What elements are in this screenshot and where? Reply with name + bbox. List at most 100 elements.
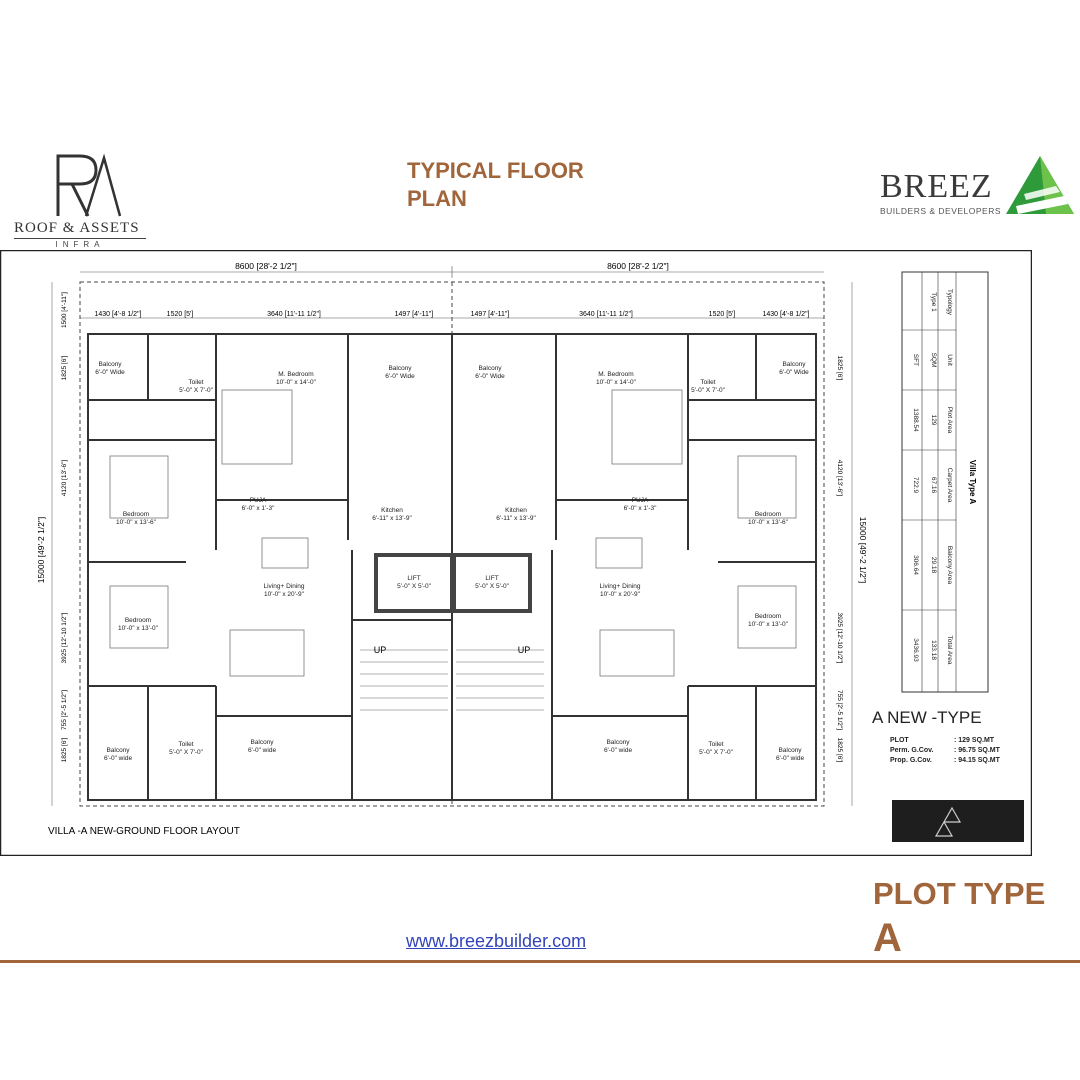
- area-table: Typology Unit Plot Area Carpet Area Balc…: [901, 271, 989, 693]
- room-kitchen-l-dim: 6'-11" x 13'-9": [372, 515, 412, 522]
- spec-plot-label: PLOT: [890, 737, 909, 744]
- room-balcony-tc: Balcony: [388, 365, 412, 372]
- room-balcony-bc-r-dim: 6'-0" wide: [604, 747, 633, 754]
- page-title: TYPICAL FLOOR PLAN: [407, 157, 607, 213]
- room-toilet-bl: Toilet: [178, 741, 193, 748]
- dim-sub-6: 3640 [11'-11 1/2"]: [579, 311, 633, 318]
- dim-side-sub-r5: 755 [2'-5 1/2"]: [836, 690, 843, 730]
- table-cell-1-6: 133.18: [930, 640, 937, 660]
- table-heading: Villa Type A: [968, 460, 977, 505]
- table-header-typology: Typology: [946, 289, 953, 316]
- table-header-total: Total Area: [946, 636, 953, 665]
- roof-assets-logo-icon: [56, 153, 122, 217]
- room-toilet-tr-dim: 5'-0" X 7'-0": [691, 387, 726, 394]
- room-balcony-tl: Balcony: [98, 361, 122, 368]
- spec-perm-value: : 96.75 SQ.MT: [954, 747, 1001, 754]
- table-cell-2-2: SFT: [912, 354, 919, 366]
- room-bed1-l-dim: 10'-0" x 13'-6": [116, 519, 157, 526]
- room-mbed-l-dim: 10'-0" x 14'-0": [276, 379, 317, 386]
- room-kitchen-r: Kitchen: [505, 507, 527, 514]
- dim-side-sub-2: 1825 [6']: [61, 355, 68, 380]
- spec-prop-value: : 94.15 SQ.MT: [954, 757, 1001, 764]
- room-balcony-br-dim: 6'-0" wide: [776, 755, 805, 762]
- room-balcony-tl-dim: 6'-0" Wide: [95, 369, 125, 376]
- dim-side-sub-r4: 3925 [12'-10 1/2"]: [836, 613, 843, 664]
- page-title-line2: PLAN: [407, 186, 467, 211]
- dim-side-sub-r6: 1825 [6']: [836, 738, 843, 763]
- table-cell-1-1: Type 1: [930, 292, 937, 312]
- spec-perm-label: Perm. G.Cov.: [890, 747, 933, 754]
- stair-up-left: UP: [374, 645, 387, 655]
- table-cell-1-4: 67.16: [930, 477, 937, 494]
- room-bed1-r-dim: 10'-0" x 13'-6": [748, 519, 789, 526]
- dim-sub-7: 1520 [5']: [709, 311, 736, 318]
- room-puja-r-dim: 6'-0" x 1'-3": [624, 505, 657, 512]
- room-mbed-r-dim: 10'-0" x 14'-0": [596, 379, 637, 386]
- room-lift-r: LIFT: [485, 575, 498, 582]
- table-cell-2-3: 1388.54: [912, 408, 919, 432]
- plan-bottom-label: VILLA -A NEW-GROUND FLOOR LAYOUT: [48, 826, 240, 837]
- floor-plan-drawing: 8600 [28'-2 1/2"] 8600 [28'-2 1/2"] 1430…: [0, 250, 1032, 856]
- logo-left-sub: INFRA: [14, 238, 146, 249]
- dim-sub-1: 1430 [4'-8 1/2"]: [94, 311, 141, 318]
- dim-side-left: 15000 [49'-2 1/2"]: [36, 517, 46, 584]
- room-bed2-r-dim: 10'-0" x 13'-0": [748, 621, 789, 628]
- room-kitchen-l: Kitchen: [381, 507, 403, 514]
- dim-top-left: 8600 [28'-2 1/2"]: [235, 261, 297, 271]
- room-mbed-l: M. Bedroom: [278, 371, 313, 378]
- footer-divider: [0, 960, 1080, 963]
- room-lift-l: LIFT: [407, 575, 420, 582]
- table-cell-1-5: 29.18: [930, 557, 937, 574]
- table-header-balcony: Balcony Area: [946, 546, 953, 585]
- room-bed1-l: Bedroom: [123, 511, 149, 518]
- dim-sub-3: 3640 [11'-11 1/2"]: [267, 311, 321, 318]
- dim-side-sub-3: 4120 [13'-6"]: [61, 460, 68, 497]
- lift-right: [452, 553, 532, 613]
- title-block-emblem-icon: [934, 806, 962, 837]
- table-header-carpet: Carpet Area: [946, 468, 953, 503]
- room-balcony-tcr: Balcony: [478, 365, 502, 372]
- room-balcony-bl-dim: 6'-0" wide: [104, 755, 133, 762]
- title-block-logo: [892, 800, 1024, 842]
- dim-side-sub-5: 755 [2'-5 1/2"]: [61, 690, 68, 730]
- room-lift-l-dim: 5'-0" X 5'-0": [397, 583, 432, 590]
- breez-triangle-icon: [1006, 156, 1074, 214]
- room-balcony-bl: Balcony: [106, 747, 130, 754]
- room-bed2-r: Bedroom: [755, 613, 781, 620]
- dim-side-sub-6: 1825 [6']: [61, 737, 68, 762]
- room-toilet-br-dim: 5'-0" X 7'-0": [699, 749, 734, 756]
- website-link[interactable]: www.breezbuilder.com: [406, 931, 587, 951]
- room-toilet-tr: Toilet: [700, 379, 715, 386]
- dim-side-sub-4: 3925 [12'-10 1/2"]: [61, 612, 68, 663]
- room-balcony-bc-l: Balcony: [250, 739, 274, 746]
- dim-side-right: 15000 [49'-2 1/2"]: [858, 517, 868, 584]
- dim-side-sub-r3: 4120 [13'-6"]: [836, 460, 843, 497]
- room-bed2-l: Bedroom: [125, 617, 151, 624]
- room-toilet-bl-dim: 5'-0" X 7'-0": [169, 749, 204, 756]
- room-balcony-br: Balcony: [778, 747, 802, 754]
- room-toilet-tl-dim: 5'-0" X 7'-0": [179, 387, 214, 394]
- logo-right-sub: BUILDERS & DEVELOPERS: [880, 206, 1002, 216]
- room-balcony-bc-r: Balcony: [606, 739, 630, 746]
- dim-side-sub-1: 1500 [4'-11"]: [61, 292, 68, 328]
- dim-sub-2: 1520 [5']: [167, 311, 194, 318]
- room-balcony-tc-dim: 6'-0" Wide: [385, 373, 415, 380]
- plot-type: PLOT TYPE A: [873, 872, 1045, 960]
- room-bed2-l-dim: 10'-0" x 13'-0": [118, 625, 159, 632]
- dim-sub-8: 1430 [4'-8 1/2"]: [762, 311, 809, 318]
- table-cell-2-5: 306.64: [912, 555, 919, 575]
- room-living-l-dim: 10'-0" x 20'-9": [264, 591, 305, 598]
- room-puja-r: PUJA: [632, 497, 649, 504]
- room-puja-l: PUJA: [250, 497, 267, 504]
- plot-type-line2: A: [873, 916, 902, 960]
- table-cell-1-3: 129: [930, 415, 937, 426]
- table-cell-2-4: 722.9: [912, 477, 919, 494]
- room-living-r: Living+ Dining: [599, 583, 640, 590]
- logo-right-name: BREEZ: [880, 168, 993, 205]
- dim-sub-4: 1497 [4'-11"]: [395, 311, 434, 318]
- plot-type-line1: PLOT TYPE: [873, 876, 1046, 911]
- spec-prop-label: Prop. G.Cov.: [890, 757, 932, 764]
- room-puja-l-dim: 6'-0" x 1'-3": [242, 505, 275, 512]
- dim-side-sub-r2: 1825 [6']: [836, 356, 843, 381]
- table-header-unit: Unit: [946, 354, 953, 366]
